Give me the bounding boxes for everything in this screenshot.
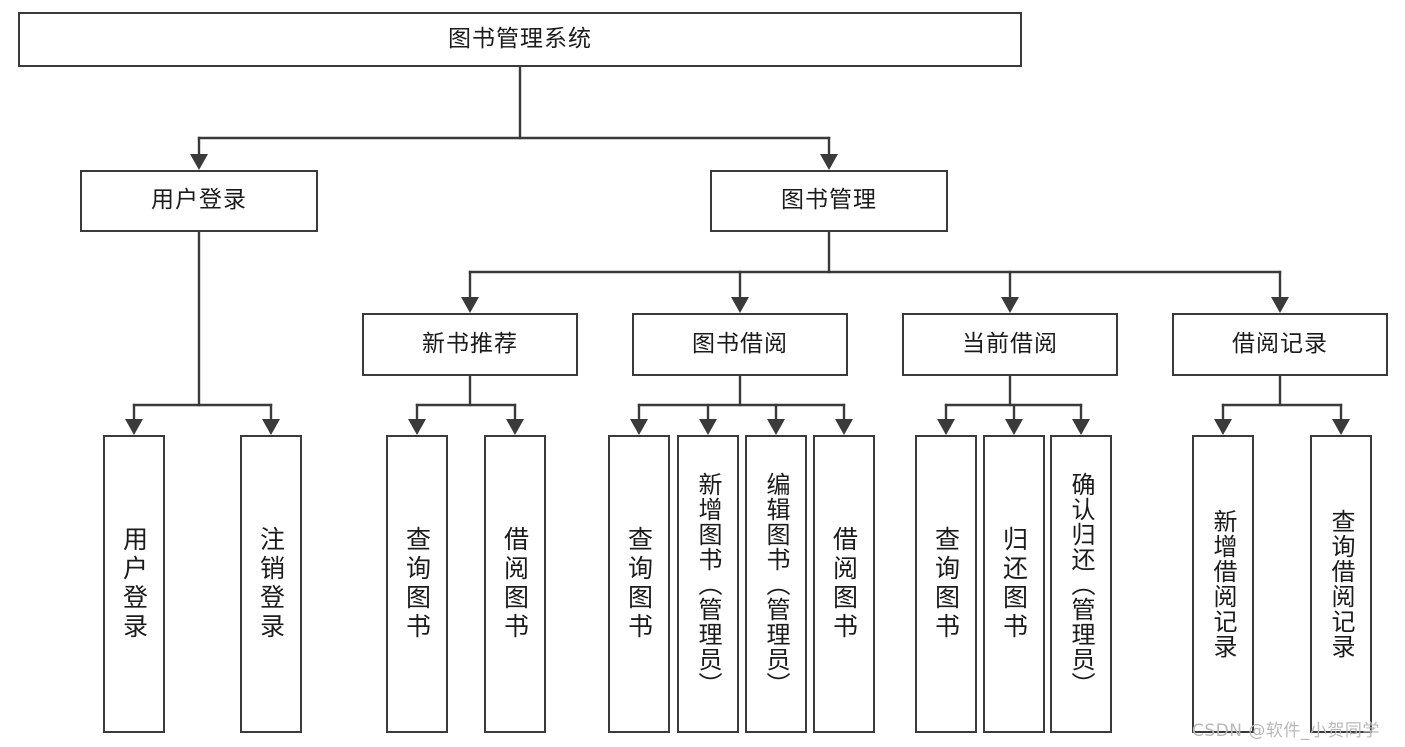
node-book-borrow[interactable]: 图书借阅 <box>632 313 848 376</box>
arrow-head-leaf-return-book <box>1005 419 1023 435</box>
node-leaf-return-book[interactable]: 归还图书 <box>983 435 1045 733</box>
node-label-root: 图书管理系统 <box>448 25 592 52</box>
arrow-head-leaf-user-login <box>125 419 143 435</box>
node-book-management[interactable]: 图书管理 <box>710 170 948 232</box>
node-leaf-user-login[interactable]: 用户登录 <box>103 435 165 733</box>
node-label-leaf-user-login: 用户登录 <box>119 526 149 642</box>
node-label-current-borrow: 当前借阅 <box>962 330 1058 357</box>
arrow-head-leaf-borrow-book-2 <box>835 419 853 435</box>
node-label-leaf-add-record: 新增借阅记录 <box>1209 509 1237 659</box>
arrow-head-leaf-query-book-2 <box>630 419 648 435</box>
node-leaf-query-record[interactable]: 查询借阅记录 <box>1310 435 1372 733</box>
node-leaf-add-book[interactable]: 新增图书（管理员） <box>677 435 739 733</box>
node-label-leaf-query-book-3: 查询图书 <box>931 526 961 642</box>
node-label-leaf-confirm-return: 确认归还（管理员） <box>1067 471 1095 697</box>
node-leaf-logout[interactable]: 注销登录 <box>240 435 302 733</box>
node-root[interactable]: 图书管理系统 <box>18 12 1022 67</box>
arrow-head-leaf-logout <box>262 419 280 435</box>
arrow-head-new-book-recommend <box>461 297 479 313</box>
arrow-head-leaf-query-book-3 <box>937 419 955 435</box>
node-leaf-borrow-book-1[interactable]: 借阅图书 <box>484 435 546 733</box>
node-label-user-login: 用户登录 <box>151 187 247 214</box>
node-label-leaf-query-book-2: 查询图书 <box>624 526 654 642</box>
arrow-head-book-borrow <box>731 297 749 313</box>
node-leaf-query-book-2[interactable]: 查询图书 <box>608 435 670 733</box>
node-label-leaf-logout: 注销登录 <box>256 526 286 642</box>
node-label-leaf-borrow-book-1: 借阅图书 <box>500 526 530 642</box>
node-leaf-borrow-book-2[interactable]: 借阅图书 <box>813 435 875 733</box>
node-label-leaf-add-book: 新增图书（管理员） <box>694 471 722 697</box>
node-label-leaf-query-record: 查询借阅记录 <box>1327 509 1355 659</box>
node-label-leaf-query-book-1: 查询图书 <box>402 526 432 642</box>
arrow-head-leaf-add-record <box>1214 419 1232 435</box>
arrow-head-leaf-query-book-1 <box>408 419 426 435</box>
node-label-leaf-edit-book: 编辑图书（管理员） <box>762 471 790 697</box>
node-leaf-query-book-3[interactable]: 查询图书 <box>915 435 977 733</box>
arrow-head-leaf-edit-book <box>767 419 785 435</box>
node-label-book-borrow: 图书借阅 <box>692 330 788 357</box>
node-leaf-confirm-return[interactable]: 确认归还（管理员） <box>1050 435 1112 733</box>
node-borrow-record[interactable]: 借阅记录 <box>1172 313 1388 376</box>
node-label-leaf-return-book: 归还图书 <box>999 526 1029 642</box>
node-leaf-edit-book[interactable]: 编辑图书（管理员） <box>745 435 807 733</box>
node-label-borrow-record: 借阅记录 <box>1232 330 1328 357</box>
arrow-head-current-borrow <box>1001 297 1019 313</box>
node-leaf-query-book-1[interactable]: 查询图书 <box>386 435 448 733</box>
node-new-book-recommend[interactable]: 新书推荐 <box>362 313 578 376</box>
arrow-head-leaf-query-record <box>1332 419 1350 435</box>
arrow-head-user-login <box>190 154 208 170</box>
node-leaf-add-record[interactable]: 新增借阅记录 <box>1192 435 1254 733</box>
node-user-login[interactable]: 用户登录 <box>80 170 318 232</box>
arrow-head-leaf-add-book <box>699 419 717 435</box>
arrow-head-leaf-borrow-book-1 <box>506 419 524 435</box>
node-label-new-book-recommend: 新书推荐 <box>422 330 518 357</box>
arrow-head-book-management <box>820 154 838 170</box>
node-label-book-management: 图书管理 <box>781 187 877 214</box>
node-label-leaf-borrow-book-2: 借阅图书 <box>829 526 859 642</box>
arrow-head-borrow-record <box>1271 297 1289 313</box>
arrow-head-leaf-confirm-return <box>1072 419 1090 435</box>
node-current-borrow[interactable]: 当前借阅 <box>902 313 1118 376</box>
